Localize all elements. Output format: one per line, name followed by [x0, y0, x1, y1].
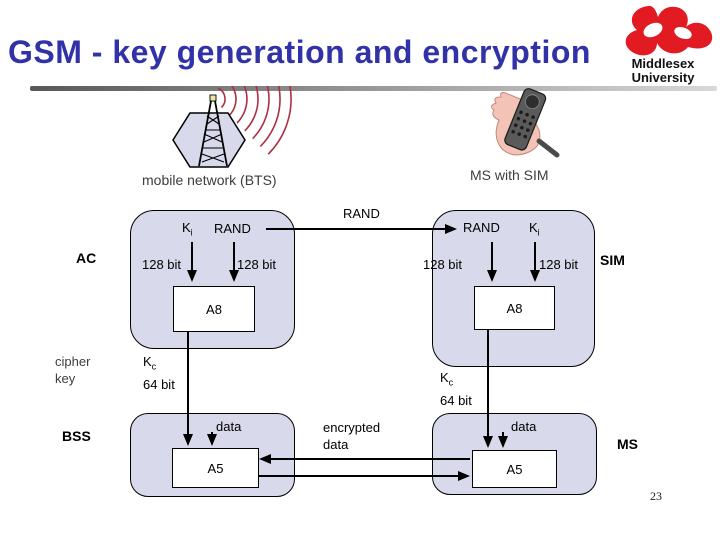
a5-label-ms: A5 [506, 461, 523, 477]
logo-cutout-right [674, 26, 692, 40]
encrypted-data-label: encrypted data [323, 420, 381, 452]
data-label-ms: data [511, 419, 537, 434]
a5-box-bss: A5 [172, 448, 259, 488]
data-label-bss: data [216, 419, 242, 434]
title-separator [30, 86, 717, 91]
kc-label-ms: Kc 64 bit [440, 370, 472, 408]
logo-wordmark: Middlesex University [618, 57, 708, 85]
sim-label: SIM [600, 252, 625, 268]
page-title: GSM - key generation and encryption [8, 34, 591, 70]
cipher-key-label: cipher key [55, 354, 91, 386]
a8-label-network: A8 [206, 301, 222, 317]
ki-label-sim: Ki [529, 220, 540, 238]
phone-body [504, 88, 547, 151]
bss-label: BSS [62, 428, 91, 444]
logo-line1: Middlesex [631, 56, 695, 71]
phone-antenna [536, 138, 560, 158]
rand-label-sim: RAND [463, 220, 500, 235]
a8-box-sim: A8 [474, 286, 555, 330]
ki-label-ac: Ki [182, 220, 193, 238]
page-number: 23 [650, 489, 662, 503]
radio-waves-icon [217, 86, 292, 155]
phone-in-hand-icon [490, 88, 560, 158]
a5-label-bss: A5 [207, 460, 224, 476]
ki-bits-ac: 128 bit [142, 257, 182, 272]
ms-label: MS [617, 436, 638, 452]
a8-label-sim: A8 [506, 300, 523, 316]
kc-bits-bss: 64 bit [143, 376, 175, 392]
bts-caption: mobile network (BTS) [142, 172, 277, 188]
logo-cutout-left [643, 22, 663, 38]
a8-box-network: A8 [173, 286, 255, 332]
logo-swoosh [625, 5, 713, 56]
kc-bits-ms: 64 bit [440, 392, 472, 408]
rand-bits-sim: 128 bit [423, 257, 463, 272]
tower-mast [198, 100, 228, 167]
tower-beacon [209, 94, 217, 102]
ki-bits-sim: 128 bit [539, 257, 579, 272]
rand-channel-label: RAND [343, 206, 380, 221]
bts-tower-icon [172, 86, 292, 168]
a5-box-ms: A5 [472, 450, 557, 488]
kc-label-bss: Kc 64 bit [143, 354, 175, 392]
middlesex-logo-icon [625, 5, 713, 56]
ms-caption: MS with SIM [470, 167, 549, 183]
rand-bits-ac: 128 bit [237, 257, 277, 272]
rand-label-ac: RAND [214, 221, 251, 236]
logo-line2: University [631, 70, 695, 85]
ac-label: AC [76, 250, 97, 266]
